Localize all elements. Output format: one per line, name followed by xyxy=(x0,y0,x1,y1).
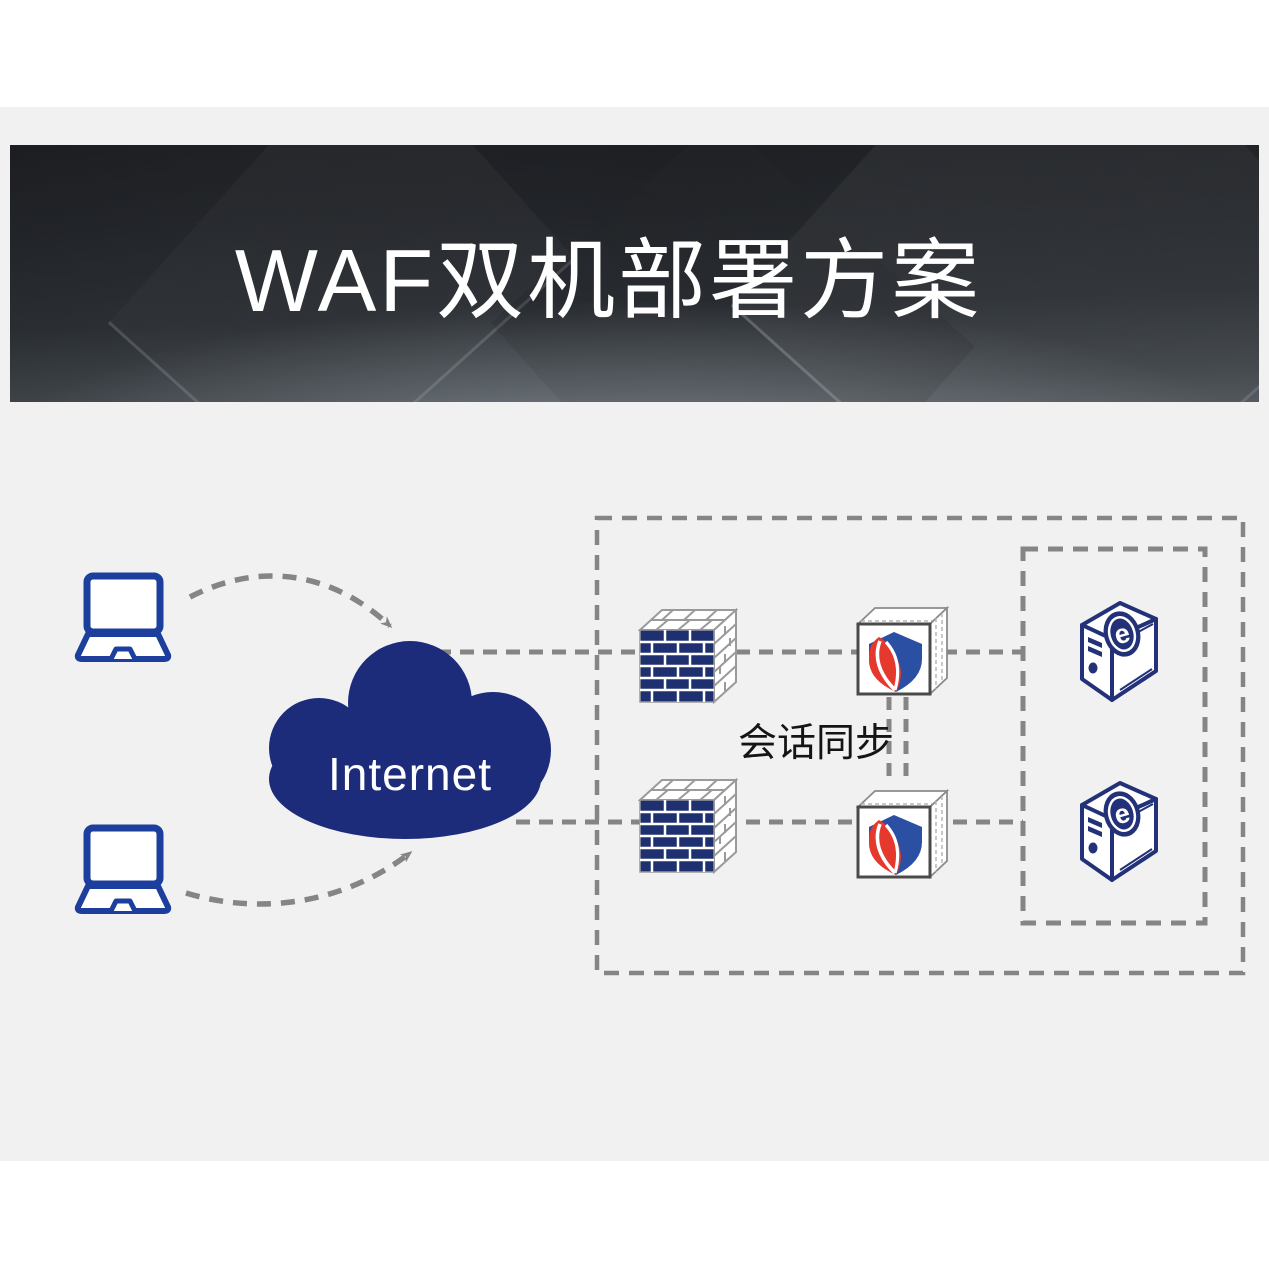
waf-shield-logo xyxy=(869,815,922,875)
laptop-icon xyxy=(74,824,172,914)
e-globe-logo: e xyxy=(1103,611,1141,657)
web-server-icon: e xyxy=(1080,781,1158,882)
cloud-icon xyxy=(269,641,551,839)
session-sync-label: 会话同步 xyxy=(737,722,894,765)
waf-shield-box-icon xyxy=(855,605,950,696)
waf-shield-box-icon xyxy=(855,788,950,879)
firewall-brick-icon xyxy=(638,607,738,704)
web-server-icon: e xyxy=(1080,601,1158,702)
firewall-brick-icon xyxy=(638,777,738,874)
banner-decor-glow xyxy=(10,302,1259,402)
e-globe-logo: e xyxy=(1103,791,1141,837)
waf-shield-logo xyxy=(869,632,922,692)
banner: WAF双机部署方案 xyxy=(10,145,1259,402)
laptop-icon xyxy=(74,572,172,662)
internet-label: Internet xyxy=(328,748,492,800)
page-title: WAF双机部署方案 xyxy=(234,231,983,330)
